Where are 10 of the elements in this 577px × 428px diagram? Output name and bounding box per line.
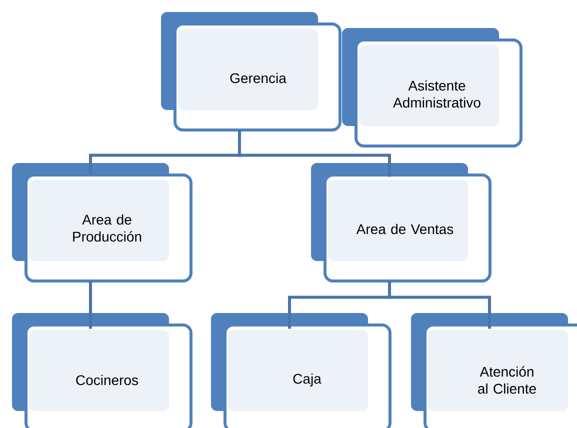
org-box: Asistente Administrativo [342,28,522,148]
connector-line [388,281,491,329]
connector-line [238,130,391,177]
org-box: Atención al Cliente [411,313,577,428]
connector-line [89,281,92,329]
org-box: Caja [211,313,392,428]
org-box: Area de Ventas [311,163,492,282]
org-box: Gerencia [161,12,342,132]
org-box: Area de Producción [12,163,192,282]
org-box: Cocineros [12,313,192,428]
